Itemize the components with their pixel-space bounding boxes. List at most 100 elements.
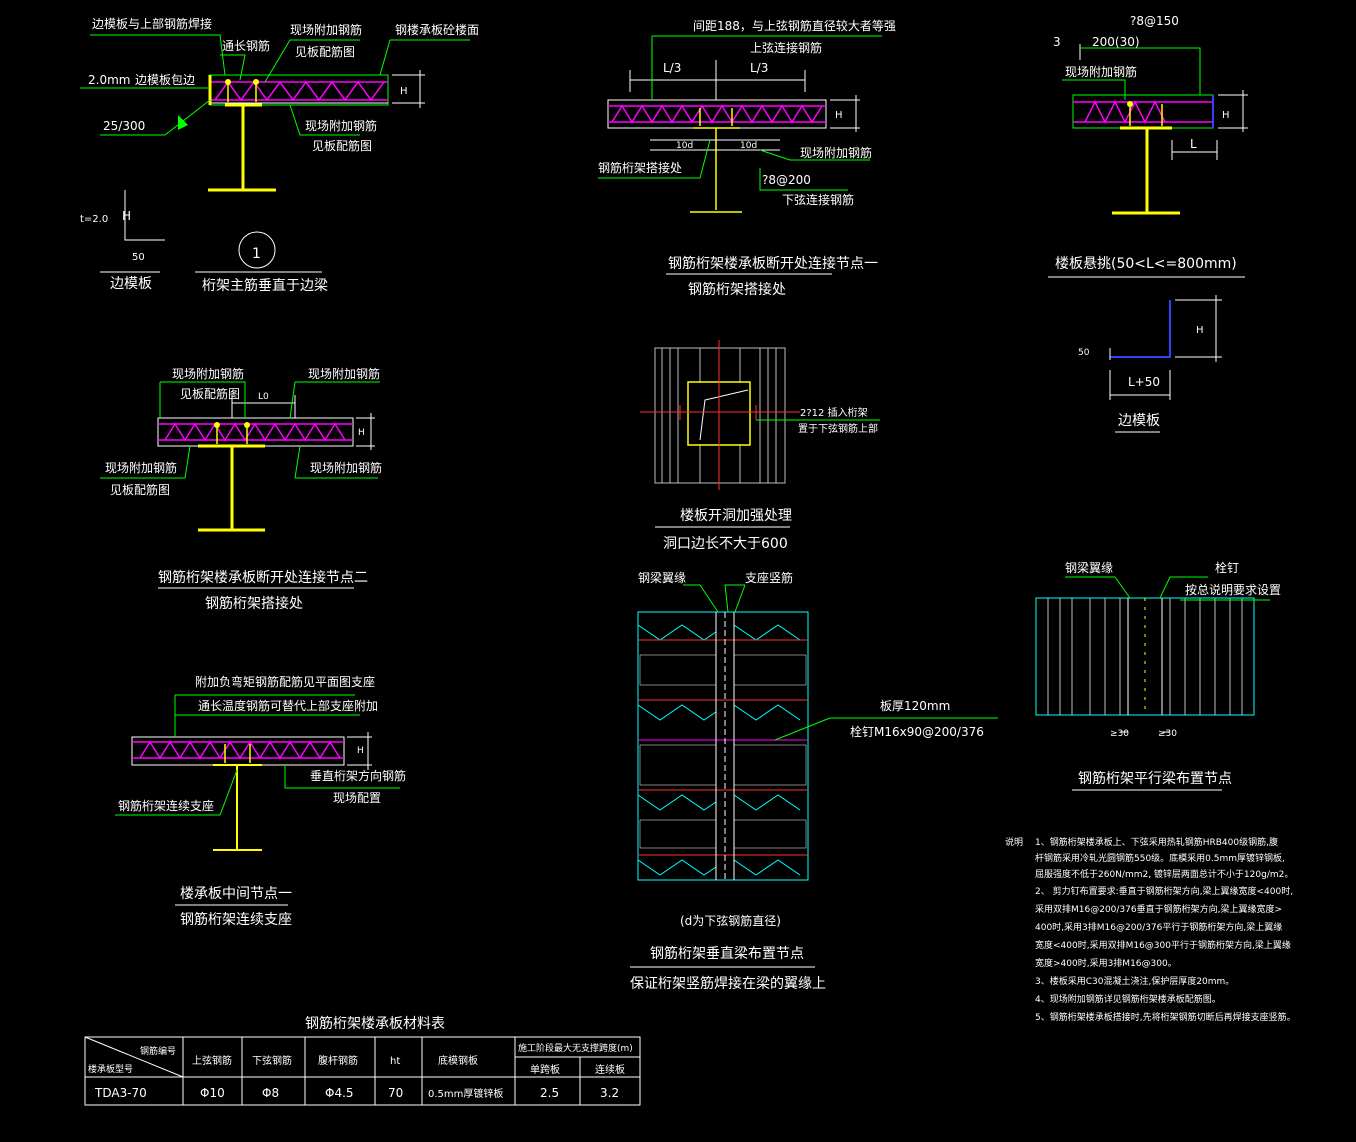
table-cell-2: Φ8 bbox=[262, 1086, 279, 1100]
notes-line-1: 杆钢筋采用冷轧光圆钢筋550级。底模采用0.5mm厚镀锌钢板, bbox=[1035, 852, 1285, 864]
n7-label-1: 支座竖筋 bbox=[745, 570, 793, 585]
n1-label-6: 边模板包边 bbox=[135, 73, 195, 87]
table-cell-7: 3.2 bbox=[600, 1086, 619, 1100]
n6-title2: 钢筋桁架连续支座 bbox=[180, 911, 292, 928]
n1-edge-1: H bbox=[122, 209, 131, 223]
table-span-sub-1: 连续板 bbox=[595, 1063, 625, 1076]
n3-edge-1: H bbox=[1196, 325, 1204, 336]
node6-detail bbox=[115, 694, 400, 906]
node8-verticals bbox=[1047, 598, 1243, 715]
n7-label-3: 栓钉M16x90@200/376 bbox=[850, 724, 984, 739]
notes-line-6: 宽度<400时,采用双排M16@300平行于钢筋桁架方向,梁上翼缘 bbox=[1035, 939, 1291, 951]
n1-label-9: 见板配筋图 bbox=[312, 138, 372, 153]
table-cell-5: 0.5mm厚镀锌板 bbox=[428, 1087, 503, 1100]
n1-label-5: 2.0mm bbox=[88, 73, 130, 87]
node8-detail bbox=[1035, 576, 1270, 791]
n6-title1: 楼承板中间节点一 bbox=[180, 886, 292, 902]
n2-label-7: 10d bbox=[740, 141, 757, 151]
table-corner-top: 钢筋编号 bbox=[140, 1045, 176, 1057]
n1-label-8: 现场附加钢筋 bbox=[305, 118, 377, 133]
node3-detail bbox=[1048, 44, 1248, 433]
n5-label-1: 置于下弦钢筋上部 bbox=[798, 422, 878, 435]
n4-title1: 钢筋桁架楼承板断开处连接节点二 bbox=[158, 569, 368, 586]
n1-label-3: 见板配筋图 bbox=[295, 44, 355, 59]
n7-title2: 保证桁架竖筋焊接在梁的翼缘上 bbox=[630, 975, 826, 992]
node7-detail bbox=[630, 584, 998, 968]
n2-label-5: 钢筋桁架搭接处 bbox=[598, 160, 682, 175]
table-header-1: 下弦钢筋 bbox=[252, 1054, 292, 1067]
table-cell-3: Φ4.5 bbox=[325, 1086, 354, 1100]
n3-edge-0: 50 bbox=[1078, 348, 1090, 358]
notes-line-2: 屈服强度不低于260N/mm2, 镀锌层两面总计不小于120g/m2。 bbox=[1035, 868, 1293, 880]
notes-line-0: 1、钢筋桁架楼承板上、下弦采用热轧钢筋HRB400级钢筋,腹 bbox=[1035, 836, 1278, 848]
node7-cyan-trusses bbox=[637, 624, 801, 876]
n3-edge-2: L+50 bbox=[1128, 375, 1160, 389]
table-corner-bottom: 楼承板型号 bbox=[88, 1063, 133, 1075]
node2-detail bbox=[598, 35, 882, 275]
table-cell-6: 2.5 bbox=[540, 1086, 559, 1100]
n4-label-4: H bbox=[358, 428, 365, 438]
notes-line-3: 2、 剪力钉布置要求:垂直于钢筋桁架方向,梁上翼缘宽度<400时, bbox=[1035, 885, 1293, 897]
n3-edge-3: 边模板 bbox=[1118, 413, 1160, 429]
n1-edge-3: 边模板 bbox=[110, 276, 152, 292]
notes-line-5: 400时,采用3排M16@200/376平行于钢筋桁架方向,梁上翼缘 bbox=[1035, 921, 1282, 933]
notes-head: 说明 bbox=[1005, 836, 1023, 848]
n4-title2: 钢筋桁架搭接处 bbox=[205, 595, 303, 612]
node1-detail bbox=[80, 34, 470, 273]
n1-edge-2: 50 bbox=[132, 252, 145, 263]
n8-label-0: 钢梁翼缘 bbox=[1065, 560, 1113, 575]
n1-edge-0: t=2.0 bbox=[80, 214, 108, 225]
table-header-3: ht bbox=[390, 1056, 400, 1067]
n1-label-2: 现场附加钢筋 bbox=[290, 22, 362, 37]
n3-label-4: H bbox=[1222, 110, 1230, 121]
table-span-sub-0: 单跨板 bbox=[530, 1063, 560, 1076]
n3-label-3: 现场附加钢筋 bbox=[1065, 64, 1137, 79]
notes-line-9: 4、现场附加钢筋详见钢筋桁架楼承板配筋图。 bbox=[1035, 993, 1221, 1005]
notes-line-4: 采用双排M16@200/376垂直于钢筋桁架方向,梁上翼缘宽度> bbox=[1035, 903, 1282, 915]
n5-title1: 楼板开洞加强处理 bbox=[680, 508, 792, 524]
table-header-4: 底模钢板 bbox=[438, 1054, 478, 1067]
n2-label-6: 10d bbox=[676, 141, 693, 151]
n2-label-2: L/3 bbox=[663, 61, 681, 75]
n3-title: 楼板悬挑(50<L<=800mm) bbox=[1055, 256, 1237, 272]
n3-label-2: 200(30) bbox=[1092, 35, 1140, 49]
n4-label-0: 现场附加钢筋 bbox=[172, 366, 244, 381]
table-header-0: 上弦钢筋 bbox=[192, 1054, 232, 1067]
node4-detail bbox=[100, 381, 380, 589]
n3-label-5: L bbox=[1190, 137, 1197, 151]
notes-line-10: 5、钢筋桁架楼承板搭接时,先将桁架钢筋切断后再焊接支座竖筋。 bbox=[1035, 1011, 1296, 1023]
node5-detail bbox=[640, 340, 880, 528]
n2-label-10: 下弦连接钢筋 bbox=[782, 192, 854, 207]
n6-label-0: 附加负弯矩钢筋配筋见平面图支座 bbox=[195, 674, 375, 689]
n6-label-4: 现场配置 bbox=[333, 791, 381, 805]
n2-label-9: ?8@200 bbox=[762, 173, 811, 187]
n1-label-1: 通长钢筋 bbox=[222, 38, 270, 53]
n1-label-10: H bbox=[400, 86, 408, 97]
n6-label-1: 通长温度钢筋可替代上部支座附加 bbox=[198, 698, 378, 713]
n2-label-8: 现场附加钢筋 bbox=[800, 145, 872, 160]
n7-title1: 钢筋桁架垂直梁布置节点 bbox=[650, 945, 804, 962]
n4-label-5: 现场附加钢筋 bbox=[105, 460, 177, 475]
n2-label-0: 间距188，与上弦钢筋直径较大者等强 bbox=[693, 18, 896, 33]
n2-label-3: L/3 bbox=[750, 61, 768, 75]
n4-label-6: 见板配筋图 bbox=[110, 482, 170, 497]
n3-label-1: 3 bbox=[1053, 35, 1061, 49]
n6-label-5: 钢筋桁架连续支座 bbox=[118, 798, 214, 813]
n5-title2: 洞口边长不大于600 bbox=[663, 536, 788, 552]
n7-label-4: (d为下弦钢筋直径) bbox=[680, 913, 781, 928]
n1-label-7: 25/300 bbox=[103, 119, 145, 133]
n8-label-3: ≥30 bbox=[1110, 729, 1129, 739]
n1-number: 1 bbox=[252, 246, 261, 262]
table-title: 钢筋桁架楼承板材料表 bbox=[305, 1015, 445, 1032]
table-cell-1: Φ10 bbox=[200, 1086, 225, 1100]
material-table bbox=[84, 1036, 641, 1106]
n1-label-4: 钢楼承板砼楼面 bbox=[395, 22, 479, 37]
n2-title2: 钢筋桁架搭接处 bbox=[688, 281, 786, 298]
n8-label-2: 按总说明要求设置 bbox=[1185, 582, 1281, 597]
n6-label-3: 垂直桁架方向钢筋 bbox=[310, 768, 406, 783]
n2-label-1: 上弦连接钢筋 bbox=[750, 40, 822, 55]
n6-label-2: H bbox=[357, 746, 364, 756]
notes-line-8: 3、楼板采用C30混凝土浇注,保护层厚度20mm。 bbox=[1035, 975, 1234, 987]
table-cell-0: TDA3-70 bbox=[94, 1086, 147, 1100]
